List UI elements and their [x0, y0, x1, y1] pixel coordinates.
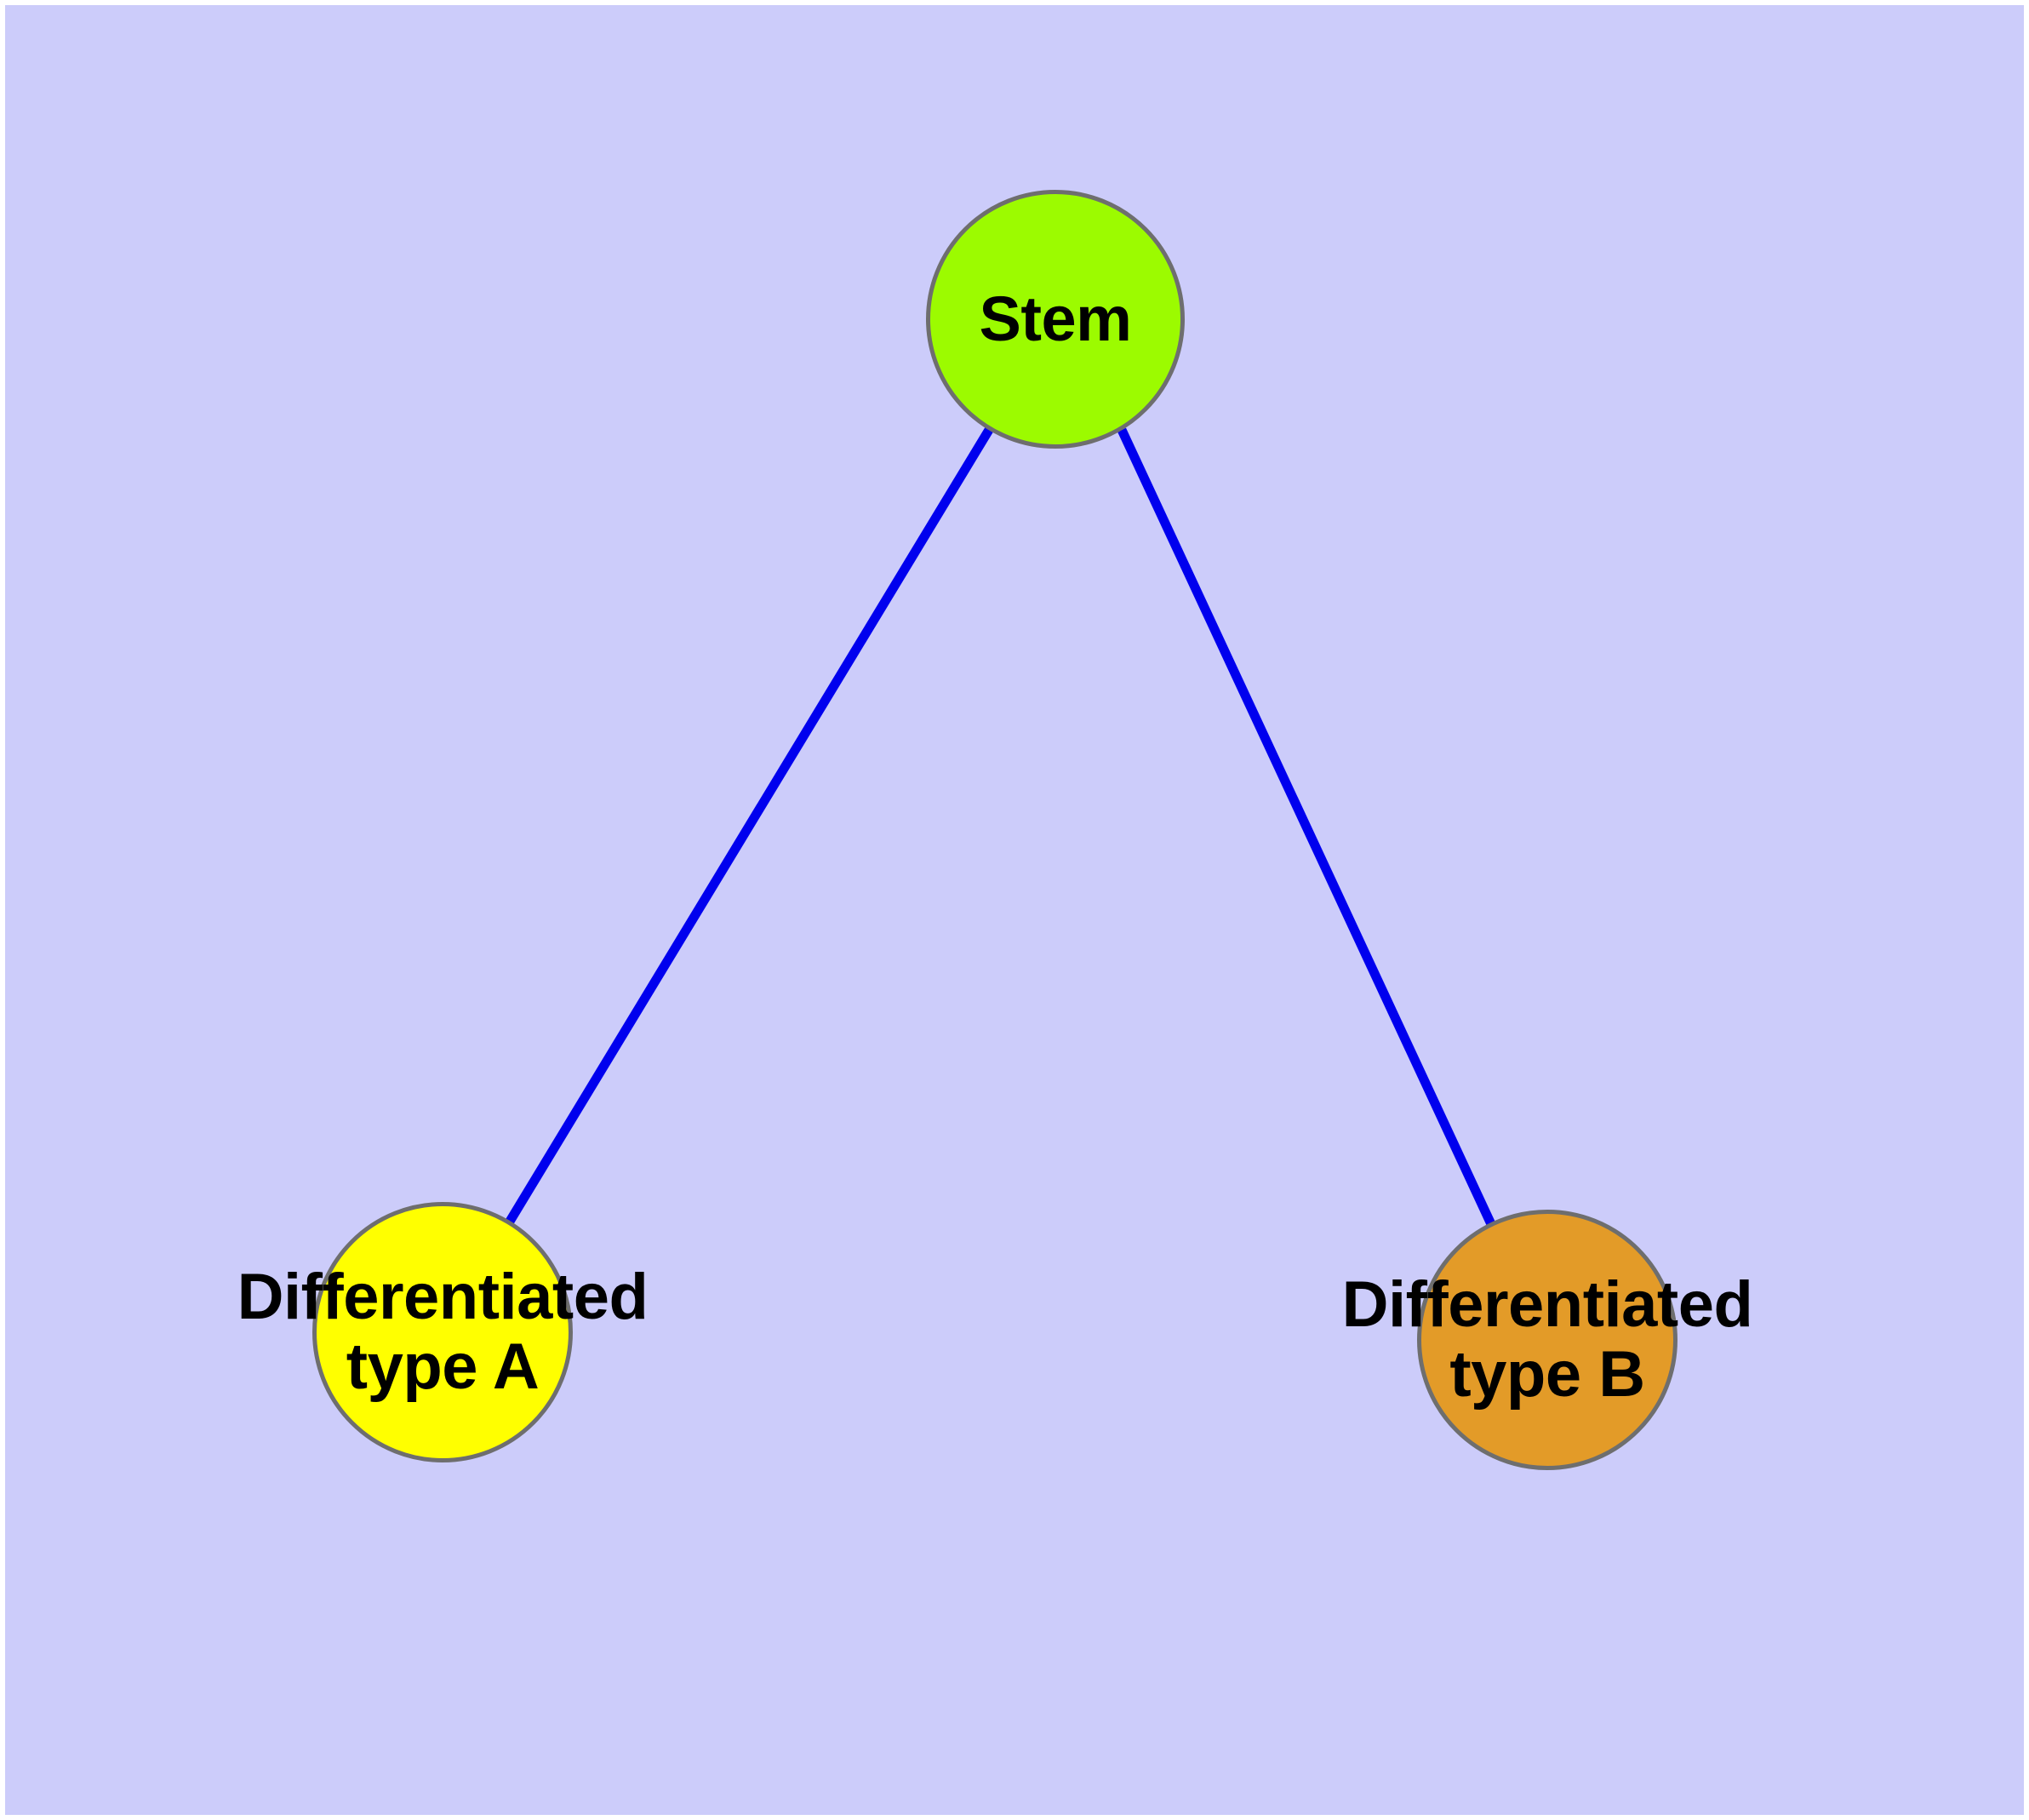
- edge-stem-to-differentiated-a: [504, 427, 993, 1227]
- edge-stem-to-differentiated-b: [1117, 427, 1495, 1227]
- node-stem-label: Stem: [979, 283, 1132, 355]
- node-differentiated-type-a-label: Differentiated type A: [237, 1260, 649, 1403]
- node-differentiated-type-b[interactable]: Differentiated type B: [1342, 1210, 1753, 1470]
- edges: [504, 427, 1495, 1227]
- node-differentiated-type-b-circle: [1417, 1210, 1677, 1470]
- node-differentiated-type-a-circle: [312, 1202, 573, 1462]
- node-differentiated-type-b-label: Differentiated type B: [1341, 1268, 1753, 1411]
- node-stem-circle: [926, 190, 1185, 449]
- node-stem[interactable]: Stem: [926, 190, 1185, 449]
- node-differentiated-type-a[interactable]: Differentiated type A: [237, 1202, 649, 1462]
